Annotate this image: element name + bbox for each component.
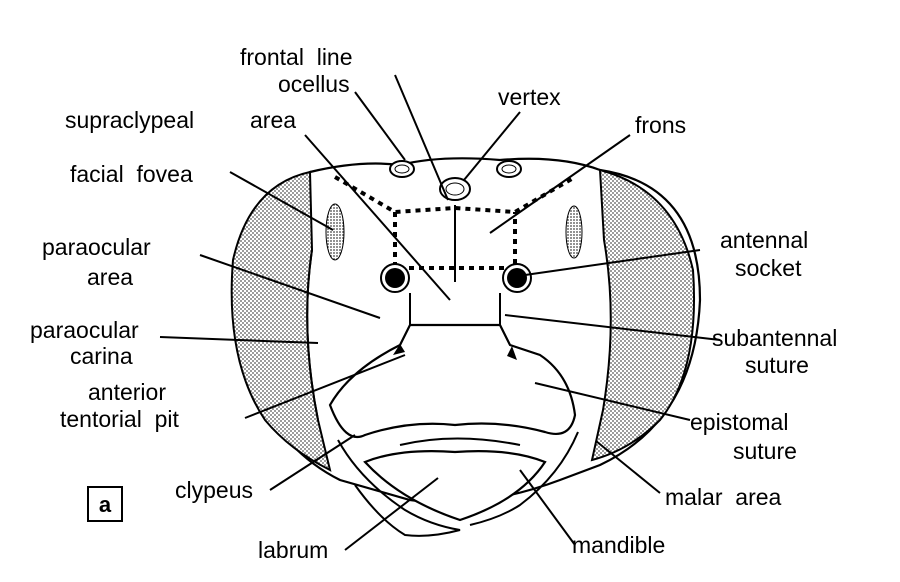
left-ocellus — [389, 160, 415, 178]
label-supraclypeal: supraclypeal — [65, 107, 194, 133]
right-compound-eye — [590, 168, 696, 462]
label-paraocular-carina-1: paraocular — [30, 317, 139, 343]
right-facial-fovea — [565, 205, 583, 259]
label-epistomal-suture-1: epistomal — [690, 409, 788, 435]
label-paraocular-area-2: area — [87, 264, 133, 290]
label-antennal-socket-1: antennal — [720, 227, 808, 253]
paraocular-carina-line — [306, 249, 319, 421]
label-antennal-socket-2: socket — [735, 255, 802, 281]
label-frons: frons — [635, 112, 686, 138]
label-malar-area: malar area — [665, 484, 782, 510]
right-tentorial-pit — [507, 346, 517, 360]
median-ocellus-inner — [445, 182, 465, 196]
label-mandible: mandible — [572, 532, 665, 558]
label-ocellus: ocellus — [278, 71, 350, 97]
right-antennal-socket-center — [507, 268, 527, 288]
left-mandible — [337, 439, 461, 537]
label-labrum: labrum — [258, 537, 328, 563]
label-subantennal-suture-1: subantennal — [712, 325, 837, 351]
left-tentorial-pit — [393, 344, 405, 355]
label-supraclypeal-area: area — [250, 107, 296, 133]
clypeus-inner-line — [399, 437, 521, 446]
label-facial-fovea: facial fovea — [70, 161, 193, 187]
label-epistomal-suture-2: suture — [733, 438, 797, 464]
label-vertex: vertex — [498, 84, 561, 110]
label-paraocular-carina-2: carina — [70, 343, 133, 369]
label-anterior-tentorial-pit-2: tentorial pit — [60, 406, 180, 432]
right-mandible — [469, 431, 579, 526]
right-ocellus — [496, 160, 522, 178]
label-anterior-tentorial-pit-1: anterior — [88, 379, 166, 405]
label-frontal-line: frontal line — [240, 44, 353, 70]
leader-lines — [159, 74, 721, 551]
right-ocellus-inner — [501, 164, 517, 174]
label-subantennal-suture-2: suture — [745, 352, 809, 378]
label-clypeus: clypeus — [175, 477, 253, 503]
left-antennal-socket-center — [385, 268, 405, 288]
label-paraocular-area-1: paraocular — [42, 234, 151, 260]
labrum-outline — [363, 450, 547, 522]
median-ocellus — [439, 177, 471, 201]
left-ocellus-inner — [394, 164, 410, 174]
panel-label: a — [99, 492, 112, 517]
left-facial-fovea — [325, 203, 345, 261]
panel-label-box — [87, 486, 123, 522]
dotted-box — [393, 212, 517, 270]
